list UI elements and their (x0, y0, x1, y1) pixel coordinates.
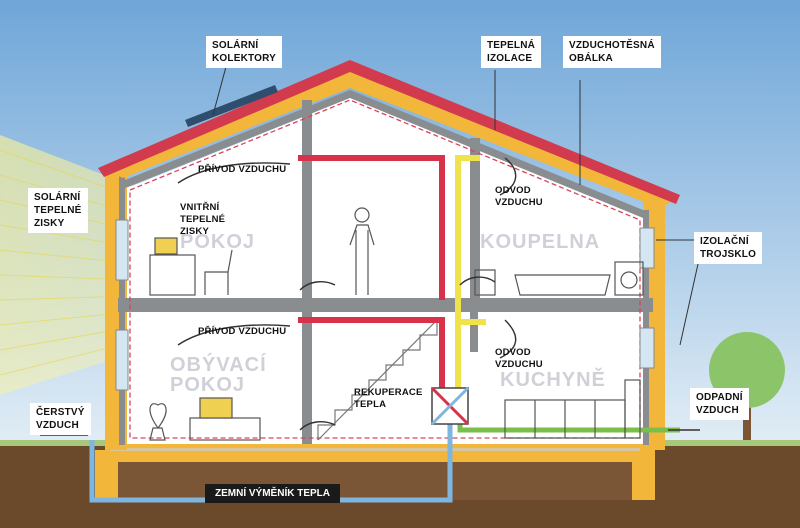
text-supply-lower: PŘÍVOD VZDUCHU (198, 326, 287, 337)
foundation-inner (118, 462, 632, 500)
airflow-arrows (40, 157, 700, 436)
kitchen-units (504, 379, 641, 439)
interior-upper (127, 98, 643, 298)
window-right-lower (639, 327, 655, 369)
desk-upper (149, 237, 233, 296)
label-airtight-envelope: VZDUCHOTĚSNÁ OBÁLKA (563, 36, 661, 68)
window-left-lower (115, 329, 129, 391)
label-fresh-air: ČERSTVÝ VZDUCH (30, 403, 91, 435)
partition-lower-1 (302, 312, 312, 444)
living-furniture (149, 397, 261, 441)
text-supply-upper: PŘÍVOD VZDUCHU (198, 164, 287, 175)
text-internal-gains: VNITŘNÍ TEPELNÉ ZISKY (180, 202, 226, 237)
room-label-upper: POKOJ (180, 231, 256, 253)
room-label-living: OBÝVACÍ POKOJ (170, 354, 267, 396)
partition-lower-2 (470, 312, 478, 352)
person-figure (349, 207, 375, 295)
label-ground-heat-exchanger: ZEMNÍ VÝMĚNÍK TEPLA (205, 484, 341, 503)
staircase (317, 319, 438, 441)
label-thermal-insulation: TEPELNÁ IZOLACE (481, 36, 542, 68)
exhaust-duct (457, 420, 680, 433)
room-label-bathroom: KOUPELNA (480, 231, 601, 253)
room-label-kitchen: KUCHYNĚ (500, 369, 606, 391)
label-solar-gains: SOLÁRNÍ TEPELNÉ ZISKY (28, 188, 88, 233)
window-left-upper (115, 219, 129, 281)
solar-collector (185, 85, 278, 127)
text-extract-lower: ODVOD VZDUCHU (495, 347, 543, 370)
partition-upper-1 (302, 100, 312, 298)
heat-recovery-unit (430, 386, 470, 426)
supply-duct (298, 155, 445, 390)
text-heat-recovery: REKUPERACE TEPLA (354, 387, 423, 410)
interior-lower (127, 312, 643, 444)
roof-insulation (105, 70, 675, 208)
extract-duct (455, 155, 486, 395)
window-right-upper (639, 227, 655, 269)
label-exhaust-air: ODPADNÍ VZDUCH (690, 388, 749, 420)
text-extract-upper: ODVOD VZDUCHU (495, 185, 543, 208)
partition-upper-2 (470, 138, 480, 298)
leader-lines (212, 62, 701, 346)
floor-slab (118, 298, 653, 312)
label-solar-collectors: SOLÁRNÍ KOLEKTORY (206, 36, 283, 68)
label-insulating-glazing: IZOLAČNÍ TROJSKLO (694, 232, 763, 264)
bathtub (474, 261, 644, 296)
